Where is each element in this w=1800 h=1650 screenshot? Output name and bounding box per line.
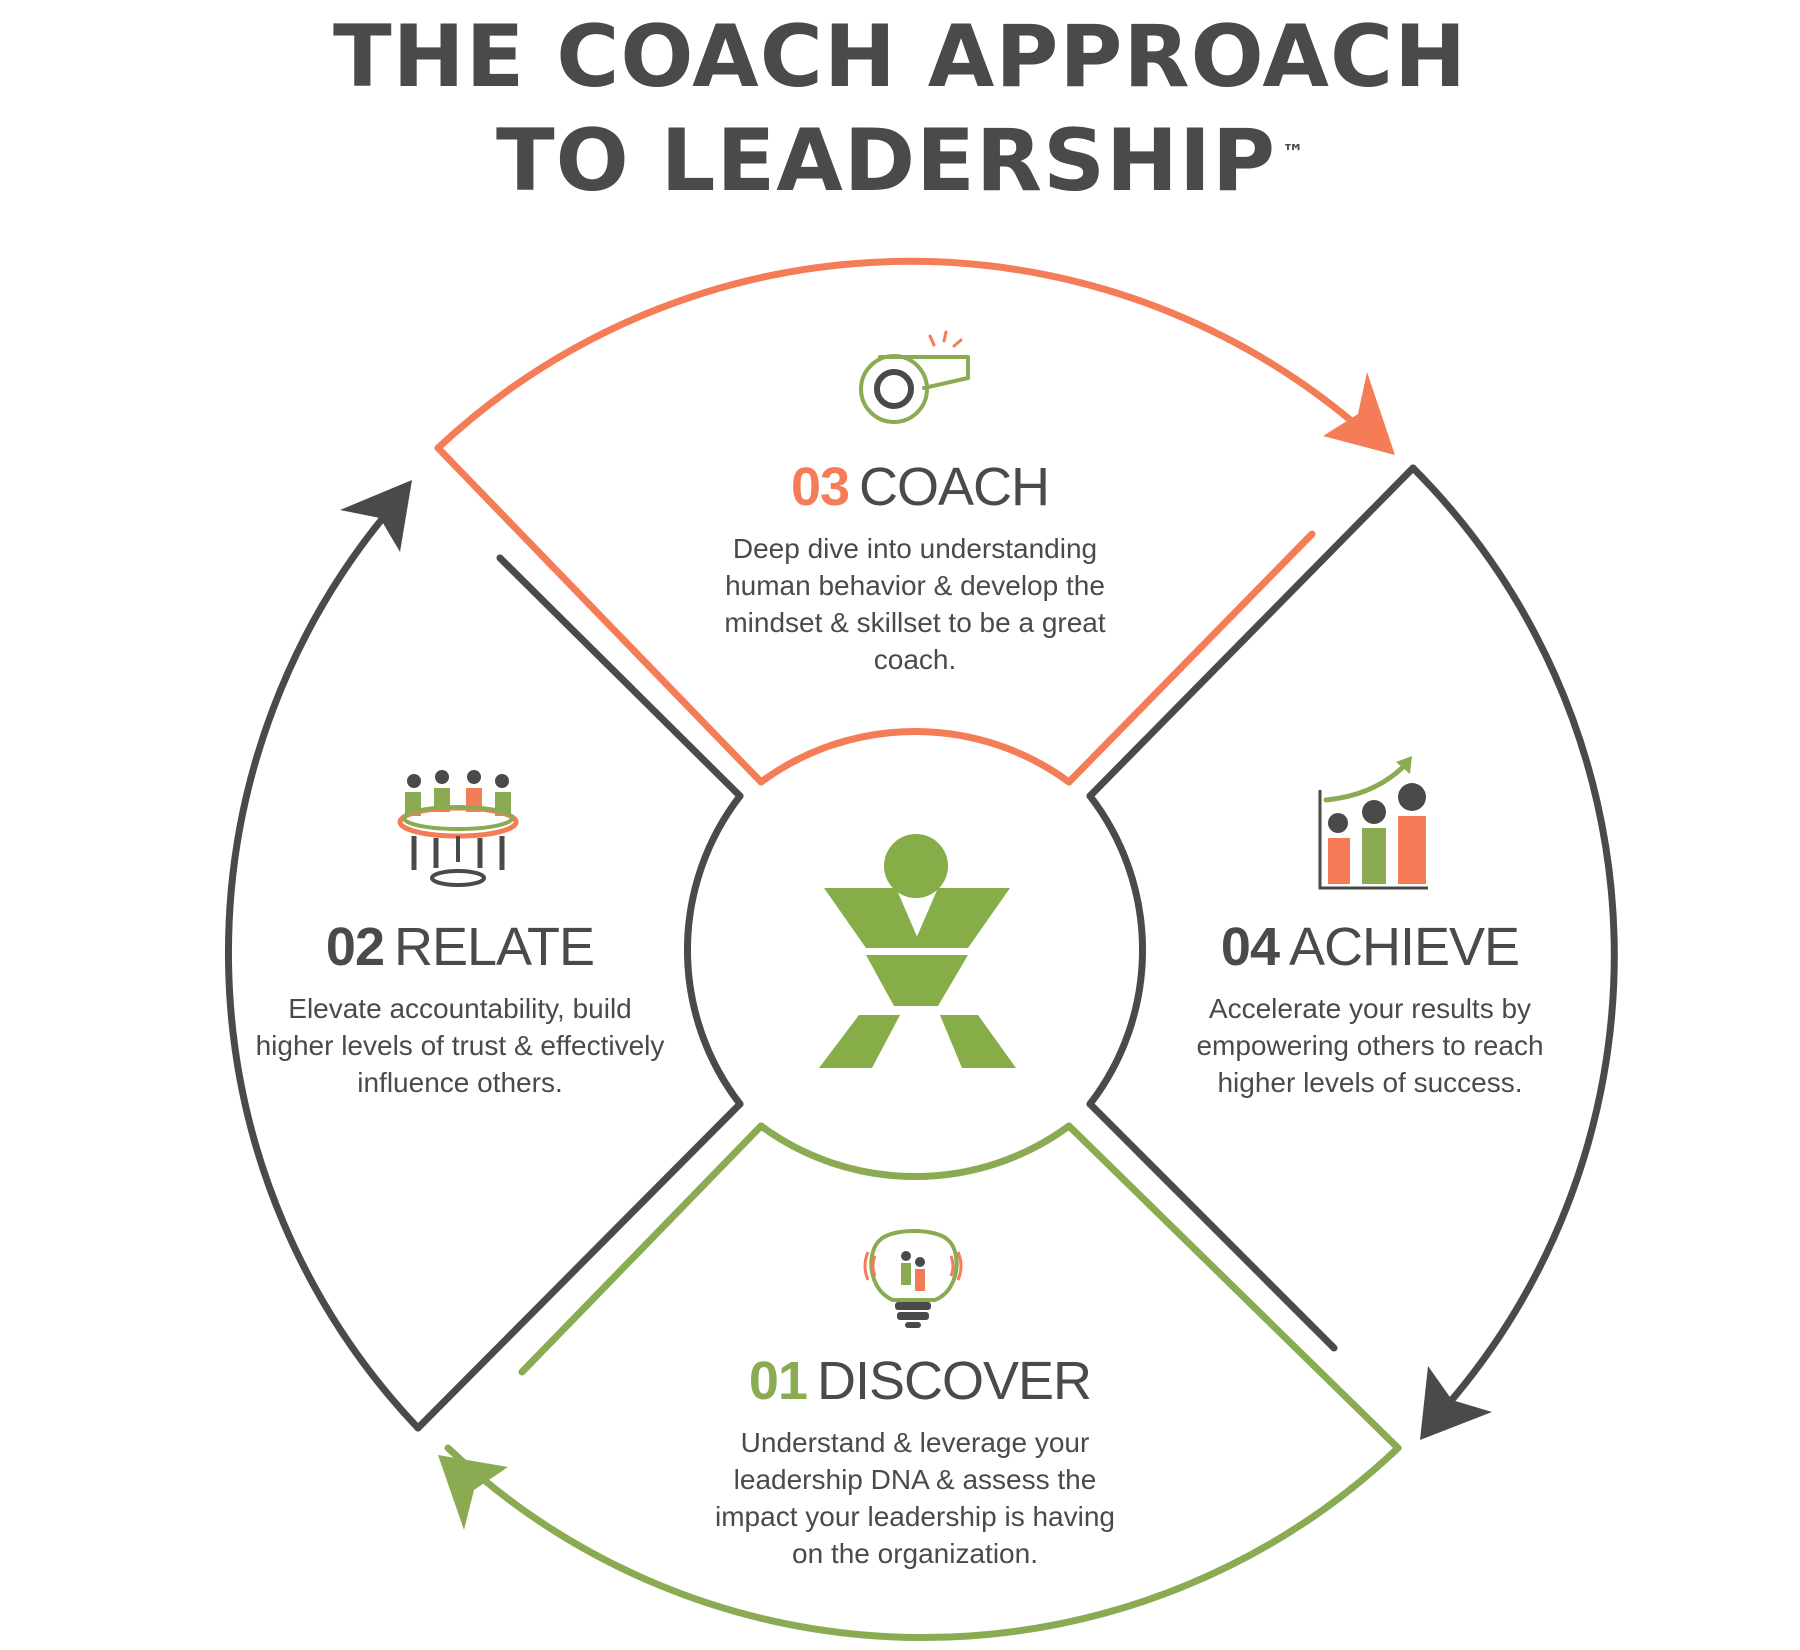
achieve-inner-arc bbox=[1086, 792, 1147, 1108]
coach-outer-arc bbox=[434, 257, 1386, 452]
discover-description: Understand & leverage your leadership DN… bbox=[715, 1427, 1115, 1569]
coach-segment-border-right bbox=[1065, 530, 1316, 786]
achieve-outer-arc bbox=[1409, 464, 1618, 1422]
relate-outer-arc bbox=[224, 496, 422, 1432]
discover-inner-arc bbox=[757, 1122, 1073, 1180]
discover-arrowhead bbox=[438, 1455, 508, 1530]
discover-segment-border-right bbox=[1065, 1122, 1402, 1452]
relate-arrowhead bbox=[340, 480, 412, 552]
achieve-segment-border-top bbox=[1086, 464, 1417, 800]
coach-number: 03 bbox=[790, 457, 850, 517]
discover-segment-border-left bbox=[518, 1122, 765, 1376]
relate-name: RELATE bbox=[394, 917, 595, 977]
achieve-arrowhead bbox=[1420, 1366, 1492, 1440]
relate-number: 02 bbox=[325, 917, 385, 977]
achieve-segment-border-bottom bbox=[1086, 1100, 1338, 1352]
page-title-line1: THE COACH APPROACH bbox=[332, 7, 1468, 107]
whistle-icon bbox=[859, 330, 970, 424]
growth-chart-icon bbox=[1318, 756, 1428, 890]
page-title-line2-text: TO LEADERSHIP bbox=[495, 111, 1277, 211]
coach-inner-arc bbox=[757, 728, 1073, 786]
discover-outer-arc bbox=[444, 1444, 1402, 1642]
achieve-name: ACHIEVE bbox=[1289, 917, 1520, 977]
relate-segment-border-top bbox=[496, 554, 744, 800]
relate-description: Elevate accountability, build higher lev… bbox=[255, 993, 665, 1098]
person-x-logo-icon bbox=[819, 834, 1016, 1068]
coach-arrowhead bbox=[1323, 372, 1395, 455]
discover-name: DISCOVER bbox=[817, 1351, 1092, 1411]
relate-inner-arc bbox=[683, 792, 744, 1108]
relate-segment-border-bottom bbox=[414, 1100, 744, 1432]
achieve-number: 04 bbox=[1220, 917, 1280, 977]
achieve-description: Accelerate your results by empowering ot… bbox=[1196, 993, 1544, 1098]
coach-name: COACH bbox=[859, 457, 1050, 517]
coach-description: Deep dive into understanding human behav… bbox=[724, 533, 1106, 675]
meeting-table-icon bbox=[397, 770, 519, 887]
discover-number: 01 bbox=[748, 1351, 808, 1411]
trademark-symbol: ™ bbox=[1282, 141, 1305, 167]
coach-segment-border bbox=[434, 444, 765, 786]
lightbulb-icon bbox=[863, 1229, 963, 1328]
